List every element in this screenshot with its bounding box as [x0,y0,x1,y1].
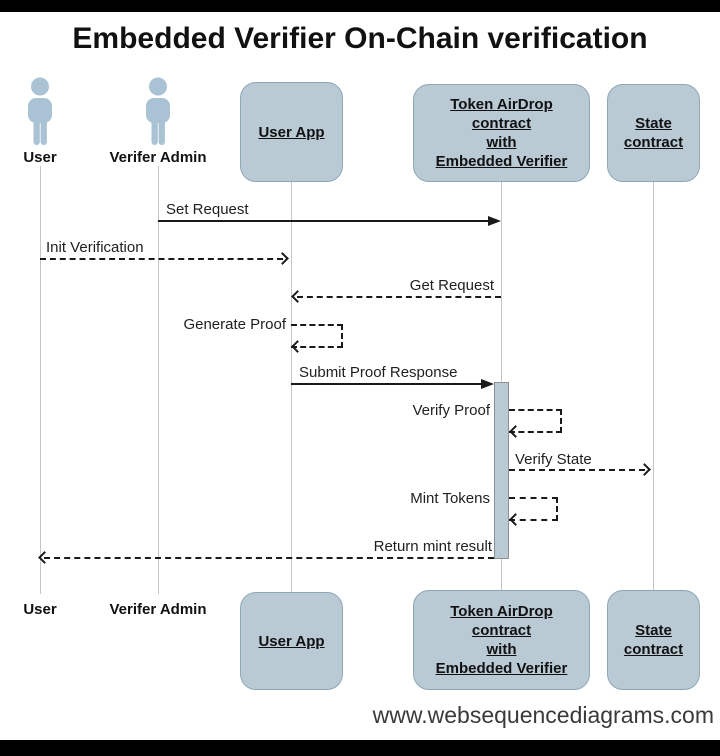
participant-label-line: contract [471,115,532,132]
message-label-set-request: Set Request [166,201,249,218]
arrowhead-submit-proof-response [481,379,494,389]
websequencediagrams-watermark: www.websequencediagrams.com [372,702,714,728]
top-border-bar [0,0,720,12]
message-line-init-verification [40,258,283,260]
lifeline-verifer-admin [158,166,159,594]
participant-label-line: with [486,134,517,151]
self-loop-mint-tokens [509,497,558,521]
message-label-submit-proof-response: Submit Proof Response [299,364,458,381]
participant-label-line: with [486,641,517,658]
participant-label-line: Token AirDrop [450,603,553,620]
participant-label-line: contract [623,641,684,658]
diagram-title: Embedded Verifier On-Chain verification [72,22,648,55]
arrowhead-get-request [291,290,304,303]
message-line-submit-proof-response [291,383,481,385]
participant-box-state-contract-bottom: State contract [607,590,700,690]
participant-label-line: State [635,115,672,132]
message-label-verify-state: Verify State [515,451,592,468]
actor-label-user-bottom: User [23,601,57,618]
bottom-border-bar [0,740,720,756]
user-person-icon [28,77,52,145]
participant-label-line: contract [623,134,684,151]
participant-label: User App [258,632,325,650]
message-line-verify-state [509,469,645,471]
self-loop-verify-proof [509,409,562,433]
message-label-verify-proof: Verify Proof [412,402,490,419]
actor-label-verifer-admin-bottom: Verifer Admin [109,601,207,618]
participant-label-line: Embedded Verifier [435,660,568,677]
participant-box-token-airdrop-bottom: Token AirDrop contract with Embedded Ver… [413,590,590,690]
lifeline-user [40,166,41,594]
message-line-get-request [297,296,501,298]
participant-box-state-contract-top: State contract [607,84,700,182]
message-line-return-mint-result [44,557,494,559]
lifeline-state-contract [653,182,654,590]
actor-label-verifer-admin-top: Verifer Admin [109,149,207,166]
lifeline-user-app [291,182,292,592]
actor-label-user-top: User [23,149,57,166]
message-line-set-request [158,220,489,222]
participant-label-line: Token AirDrop [450,96,553,113]
participant-box-user-app-top: User App [240,82,343,182]
participant-label-line: State [635,622,672,639]
participant-box-token-airdrop-top: Token AirDrop contract with Embedded Ver… [413,84,590,182]
self-loop-generate-proof [291,324,343,348]
message-label-mint-tokens: Mint Tokens [410,490,490,507]
verifer-admin-person-icon [146,77,170,145]
participant-label-line: Embedded Verifier [435,153,568,170]
arrowhead-verify-state [638,463,651,476]
arrowhead-init-verification [276,252,289,265]
message-label-get-request: Get Request [409,277,494,294]
activation-bar-token-airdrop [494,382,509,559]
message-label-generate-proof: Generate Proof [183,316,286,333]
message-label-return-mint-result: Return mint result [373,538,492,555]
participant-box-user-app-bottom: User App [240,592,343,690]
participant-label: User App [258,123,325,141]
arrowhead-set-request [488,216,501,226]
message-label-init-verification: Init Verification [46,239,144,256]
participant-label-line: contract [471,622,532,639]
